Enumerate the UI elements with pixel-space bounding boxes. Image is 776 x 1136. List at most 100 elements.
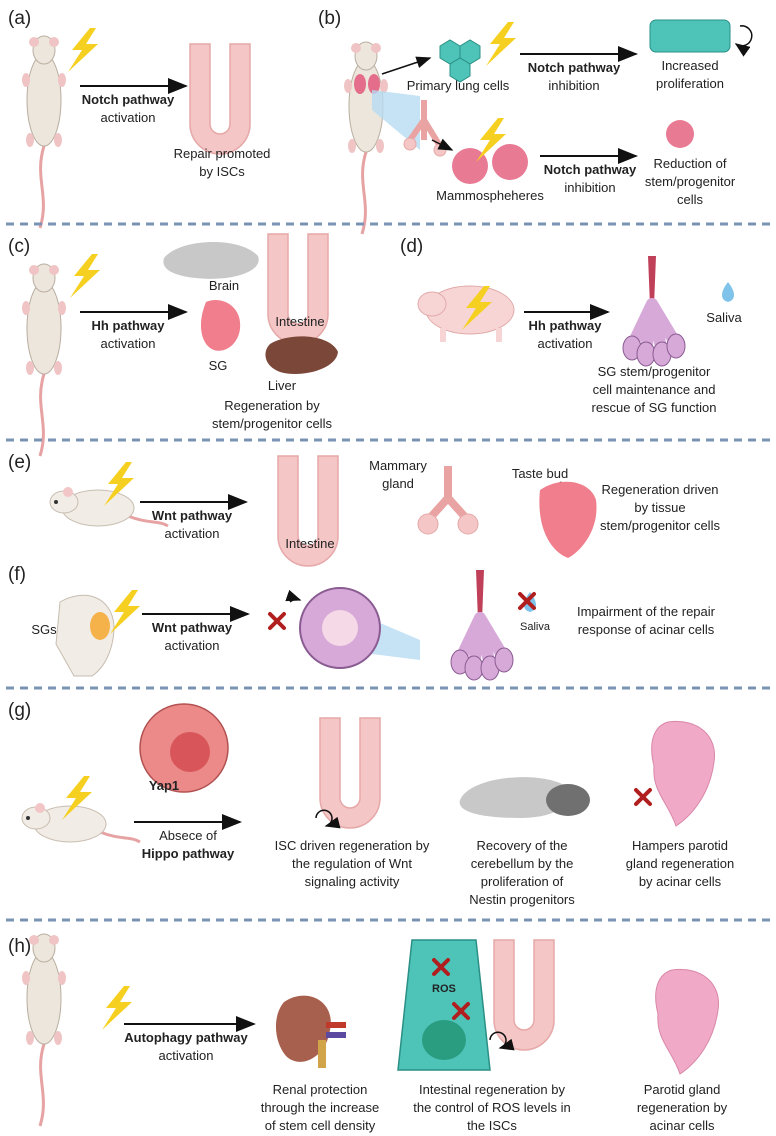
proliferating-cells-icon: [649, 19, 753, 57]
taste-bud-label: Taste bud: [512, 466, 568, 481]
outcome-3-line-3: acinar cells: [649, 1118, 715, 1133]
liver-icon: [265, 336, 338, 374]
panel-f-label: (f): [8, 564, 26, 585]
lightning-bolt-icon: [110, 590, 140, 634]
outcome-1-line-2: the regulation of Wnt: [292, 856, 412, 871]
outcome-2-line-1: Reduction of: [654, 156, 727, 171]
outcome-line-1: SG stem/progenitor: [598, 364, 711, 379]
pathway-effect: activation: [165, 526, 220, 541]
mammary-label-line-2: gland: [382, 476, 414, 491]
mouse-icon: [342, 40, 390, 236]
outcome-2-line-1: Recovery of the: [476, 838, 567, 853]
pathway-name: Notch pathway: [544, 162, 637, 177]
outcome-1-line-3: signaling activity: [305, 874, 400, 889]
outcome-3-line-3: by acinar cells: [639, 874, 722, 889]
outcome-line-2: stem/progenitor cells: [212, 416, 332, 431]
pathway-name: Notch pathway: [82, 92, 175, 107]
zoom-fan: [372, 90, 420, 150]
pathway-name: Autophagy pathway: [124, 1030, 248, 1045]
blocked-regeneration-icon: [634, 788, 652, 806]
panel-d-label: (d): [400, 236, 423, 257]
sgs-label: SGs: [31, 622, 57, 637]
lightning-bolt-icon: [70, 254, 100, 298]
brain-icon: [163, 241, 259, 279]
outcome-line-1: Regeneration by: [224, 398, 320, 413]
absence-label: Absece of: [159, 828, 217, 843]
salivary-glands-icon: [90, 612, 110, 640]
outcome-3-line-2: regeneration by: [637, 1100, 728, 1115]
outcome-line-3: rescue of SG function: [591, 400, 716, 415]
outcome-line-1: Regeneration driven: [601, 482, 718, 497]
mammary-duct-icon: [403, 100, 447, 157]
mammospheres-icon: [452, 144, 528, 184]
panel-g: (g) Yap1 Absece of Hippo pathway ISC dri…: [8, 700, 734, 907]
parotid-gland-icon: [651, 720, 716, 827]
brain-label: Brain: [209, 278, 239, 293]
pathway-effect: inhibition: [548, 78, 599, 93]
panel-a: (a) Notch pathway activation Repair prom…: [8, 8, 271, 230]
pathway-name: Wnt pathway: [152, 620, 233, 635]
mammospheres-label: Mammospheheres: [436, 188, 544, 203]
outcome-1-line-1: Renal protection: [273, 1082, 368, 1097]
lung-cells-icon: [439, 39, 481, 83]
mouse-icon: [20, 801, 142, 844]
panel-b-label: (b): [318, 8, 341, 29]
outcome-1-line-1: ISC driven regeneration by: [275, 838, 430, 853]
pathway-name: Hh pathway: [92, 318, 166, 333]
intestine-icon: [189, 43, 251, 155]
kidney-icon: [275, 995, 346, 1068]
pathway-name: Hh pathway: [529, 318, 603, 333]
panel-e: (e) Wnt pathway activation Intestine Mam…: [8, 452, 720, 567]
outcome-2-line-2: stem/progenitor: [645, 174, 736, 189]
panel-b: (b) Primary lung cells Notch pathway inh…: [318, 8, 753, 236]
outcome-2-line-2: the control of ROS levels in: [413, 1100, 571, 1115]
outcome-2-line-1: Intestinal regeneration by: [419, 1082, 565, 1097]
outcome-1-line-2: through the increase: [261, 1100, 380, 1115]
outcome-2-line-2: cerebellum by the: [471, 856, 574, 871]
outcome-3-line-1: Parotid gland: [644, 1082, 721, 1097]
lungs-icon: [354, 74, 366, 94]
saliva-label: Saliva: [706, 310, 742, 325]
mammary-label-line-1: Mammary: [369, 458, 427, 473]
outcome-line-2: by ISCs: [199, 164, 245, 179]
mouse-icon: [20, 34, 68, 230]
outcome-2-line-3: cells: [677, 192, 704, 207]
pathway-name: Wnt pathway: [152, 508, 233, 523]
salivary-gland-icon: [451, 570, 513, 680]
panel-g-label: (g): [8, 700, 31, 721]
pathway-effect: activation: [101, 110, 156, 125]
pathway-effect: activation: [165, 638, 220, 653]
salivary-gland-icon: [200, 300, 241, 351]
outcome-line-1: Impairment of the repair: [577, 604, 716, 619]
lightning-bolt-icon: [486, 22, 516, 66]
panel-f: (f) SGs Wnt pathway activation Saliva Im…: [8, 564, 716, 680]
panel-c-label: (c): [8, 236, 30, 257]
saliva-drop-icon: [722, 282, 734, 302]
yap1-label: Yap1: [149, 778, 179, 793]
pathway-effect: activation: [101, 336, 156, 351]
mouse-icon: [20, 932, 68, 1128]
pathway-effect: activation: [159, 1048, 214, 1063]
outcome-line-2: cell maintenance and: [593, 382, 716, 397]
mouse-icon: [20, 262, 68, 458]
parotid-gland-icon: [655, 968, 720, 1075]
panel-d: (d) Hh pathway activation Saliva SG stem…: [400, 236, 742, 415]
tongue-icon: [539, 481, 597, 558]
panel-e-label: (e): [8, 452, 31, 473]
cell-with-yap1-icon: [139, 703, 229, 793]
pathway-name: Notch pathway: [528, 60, 621, 75]
outcome-2-line-3: the ISCs: [467, 1118, 517, 1133]
outcome-line-2: by tissue: [634, 500, 685, 515]
panel-a-label: (a): [8, 8, 31, 29]
intestine-label: Intestine: [285, 536, 334, 551]
pathway-effect: inhibition: [564, 180, 615, 195]
outcome-line-1: Repair promoted: [174, 146, 271, 161]
panel-h: (h) Autophagy pathway activation Renal p…: [8, 932, 728, 1133]
panel-c: (c) Hh pathway activation Brain Intestin…: [8, 233, 338, 458]
outcome-line-3: stem/progenitor cells: [600, 518, 720, 533]
isc-cell-icon: [397, 939, 491, 1071]
liver-label: Liver: [268, 378, 297, 393]
pig-icon: [417, 285, 515, 342]
outcome-1-line-3: of stem cell density: [265, 1118, 376, 1133]
